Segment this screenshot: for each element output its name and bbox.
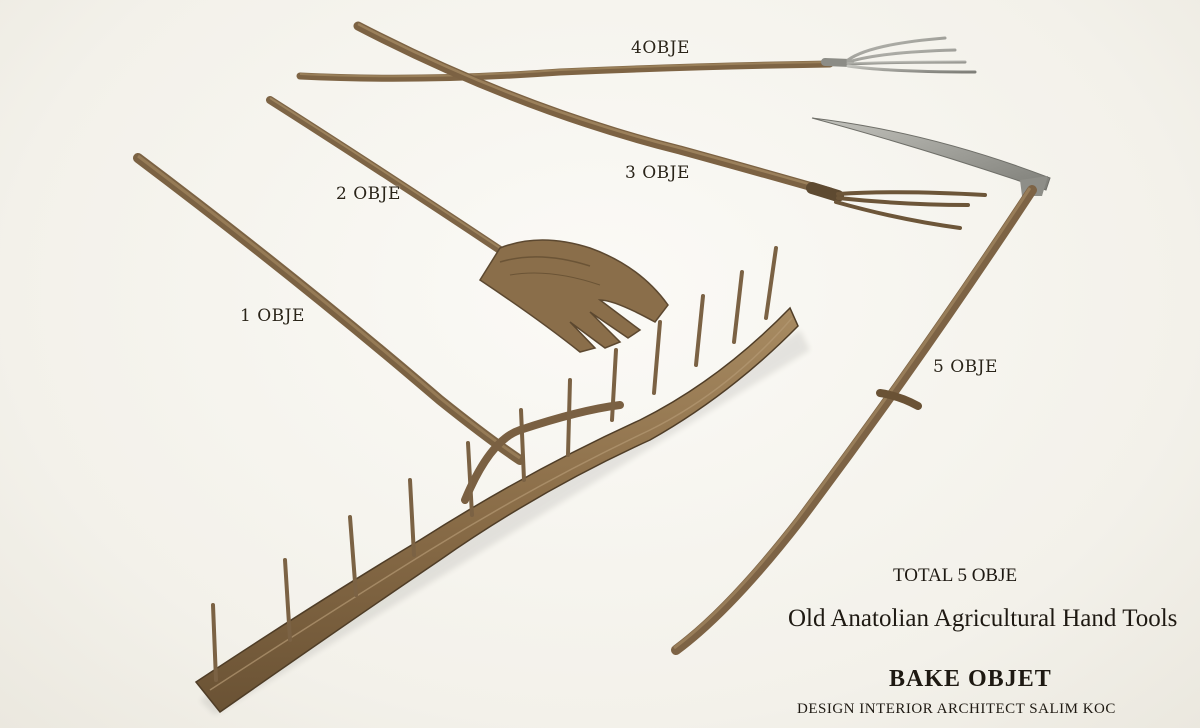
tool-5-grip <box>876 389 922 410</box>
tool-3-ferrule <box>806 182 844 202</box>
brand-text: BAKE OBJET <box>889 666 1052 692</box>
tool-3-pitchfork <box>353 21 987 230</box>
label-obje-3: 3 OBJE <box>625 163 690 183</box>
tool-2-head <box>478 239 669 353</box>
tool-4-handle <box>296 60 834 82</box>
total-count-text: TOTAL 5 OBJE <box>893 565 1018 586</box>
tool-2-winnowing-fork <box>266 96 669 353</box>
tool-4-tines <box>846 36 977 74</box>
label-obje-4: 4OBJE <box>631 38 690 58</box>
tool-2-handle <box>266 96 504 254</box>
tool-3-handle <box>353 21 835 197</box>
tool-5-blade <box>811 117 1051 191</box>
tool-4-ferrule <box>821 58 854 67</box>
tool-1-rake <box>133 153 810 715</box>
label-obje-2: 2 OBJE <box>336 184 401 204</box>
title-text: Old Anatolian Agricultural Hand Tools <box>788 605 1178 632</box>
label-obje-5: 5 OBJE <box>933 357 998 377</box>
tool-5-handle <box>671 185 1037 655</box>
credit-text: DESIGN INTERIOR ARCHITECT SALIM KOC <box>797 701 1116 717</box>
tool-4-pitchfork <box>296 36 977 82</box>
tool-1-tines <box>211 246 778 682</box>
tool-5-scythe <box>671 117 1051 655</box>
tool-3-tines <box>834 190 987 230</box>
label-obje-1: 1 OBJE <box>240 306 305 326</box>
tool-1-handle <box>133 153 525 465</box>
